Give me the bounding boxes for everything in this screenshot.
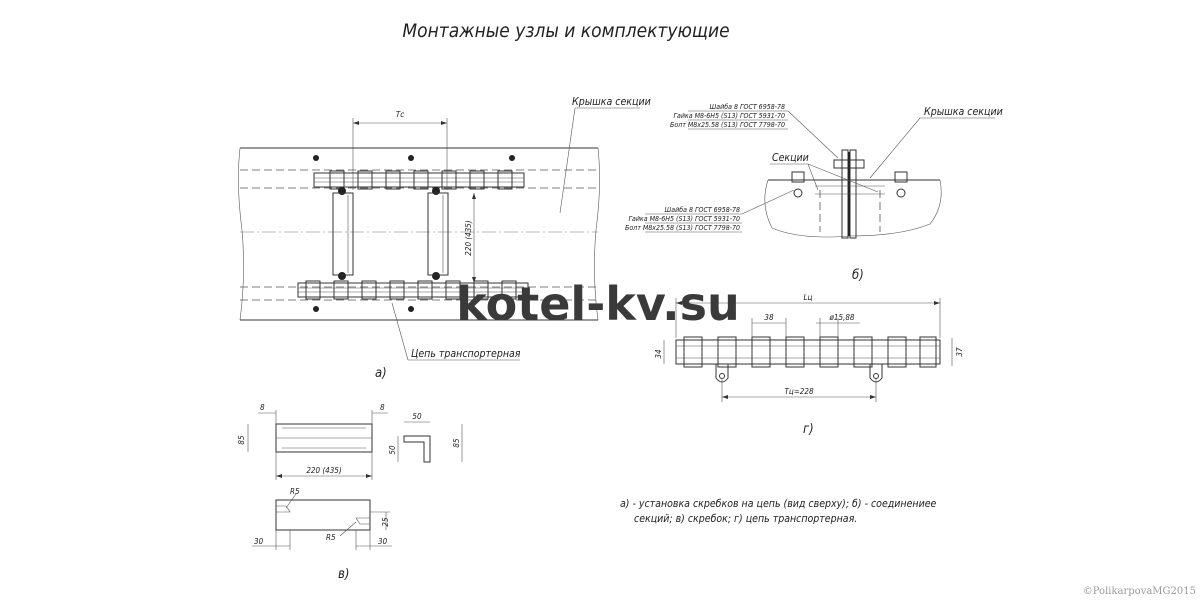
joint-plates: [815, 185, 885, 195]
dim-34: 34: [654, 349, 663, 359]
leader-chain: [391, 302, 520, 361]
chain-body: [675, 339, 941, 365]
upper-chain: [313, 170, 525, 195]
spec-bottom-1: Шайба 8 ГОСТ 6958-78: [665, 206, 740, 214]
dim-50-top: 50: [412, 412, 422, 421]
dim25-lines: [370, 511, 390, 530]
spec-top-2: Гайка М8-6Н5 (S13) ГОСТ 5931-70: [673, 112, 785, 120]
dim-38: 38: [764, 313, 774, 322]
leader-sections: [770, 163, 879, 193]
dim-37: 37: [955, 347, 964, 357]
dim-tc: Тс: [396, 110, 404, 119]
dim-50-side: 50: [388, 445, 397, 455]
caption-a: а): [375, 366, 387, 381]
leader-cover-a: [559, 107, 640, 214]
lc-dim-lines: [675, 298, 941, 338]
label-sections: Секции: [772, 152, 809, 164]
spec-bottom: Шайба 8 ГОСТ 6958-78 Гайка М8-6Н5 (S13) …: [625, 189, 795, 233]
break-line-left: [238, 147, 244, 321]
watermark: kotel-kv.su: [456, 277, 739, 331]
chain-links: [683, 336, 937, 368]
tc-dim-lines: [352, 118, 448, 190]
dim-h85: 85: [237, 435, 246, 445]
chain-inner-lines: [676, 345, 940, 359]
dia-dim-lines: [816, 318, 860, 337]
scrapers: [332, 192, 449, 276]
dim30-right-lines: [355, 530, 392, 550]
dim-lc: Lц: [804, 293, 813, 302]
spec-top-1: Шайба 8 ГОСТ 6958-78: [710, 103, 785, 111]
joint-hidden-lines: [819, 190, 881, 232]
leader-cover-b: [869, 117, 995, 179]
r-leader-1: [285, 493, 297, 509]
joint-nut: [833, 159, 865, 169]
dim-r1: R5: [290, 487, 300, 496]
r-leader-2: [339, 521, 357, 537]
joint-break-outline: [764, 179, 942, 238]
dim-width: 220 (435): [306, 466, 342, 475]
label-chain: Цепь транспортерная: [411, 348, 521, 360]
dim-85-side: 85: [452, 438, 461, 448]
bolt-holes: [313, 155, 515, 312]
spec-bottom-2: Гайка М8-6Н5 (S13) ГОСТ 5931-70: [628, 215, 740, 223]
view-c: 8 8 220 (435) 85 50 50 85 R5 R5 30 30 25…: [237, 403, 463, 582]
legend-line-2: секций; в) скребок; г) цепь транспортерн…: [634, 513, 857, 525]
label-cover-a: Крышка секции: [572, 96, 651, 108]
view-a: Тс 220 (435) Крышка секции Цепь транспор…: [238, 96, 651, 381]
dim30-left-lines: [252, 530, 291, 550]
label-cover-b: Крышка секции: [924, 106, 1003, 118]
lower-chain: [297, 272, 529, 300]
scraper-bottom-view: [275, 499, 371, 531]
caption-d: г): [803, 422, 814, 437]
page-title: Монтажные узлы и комплектующие: [402, 20, 729, 42]
tc228-dim-lines: [721, 378, 877, 402]
spec-top: Шайба 8 ГОСТ 6958-78 Гайка М8-6Н5 (S13) …: [670, 103, 839, 159]
caption-c: в): [338, 567, 349, 582]
dim-8-left: 8: [260, 403, 265, 412]
scraper-bottom-slots: [276, 505, 370, 525]
dim-r2: R5: [326, 533, 336, 542]
view-d: Lц 38 ø15,88 34 37 Тц=228 г): [654, 293, 964, 437]
spec-top-3: Болт М8х25.58 (S13) ГОСТ 7798-70: [670, 121, 785, 129]
dim-30-left: 30: [254, 537, 264, 546]
dim-dia: ø15,88: [829, 313, 855, 322]
legend-line-1: а) - установка скребков на цепь (вид све…: [620, 498, 937, 510]
dim-30-right: 30: [378, 537, 388, 546]
view-b: Шайба 8 ГОСТ 6958-78 Гайка М8-6Н5 (S13) …: [625, 103, 1003, 283]
scraper-side-view: [403, 435, 431, 463]
dim8-lines: [258, 410, 388, 424]
copyright: ©PolikarpovaMG2015: [1083, 586, 1196, 597]
break-line-right: [594, 147, 600, 321]
dim-tc228: Тц=228: [784, 387, 813, 396]
caption-b: б): [852, 268, 864, 283]
spec-bottom-3: Болт М8х25.58 (S13) ГОСТ 7798-70: [625, 224, 740, 232]
width-dim-lines: [275, 452, 373, 480]
dim-25: 25: [381, 517, 390, 527]
scraper-top-inner: [276, 427, 372, 449]
dim-8-right: 8: [380, 403, 385, 412]
pitch-dim-lines: [751, 318, 787, 337]
dim-height: 220 (435): [464, 220, 473, 256]
side-bolts: [791, 171, 908, 198]
